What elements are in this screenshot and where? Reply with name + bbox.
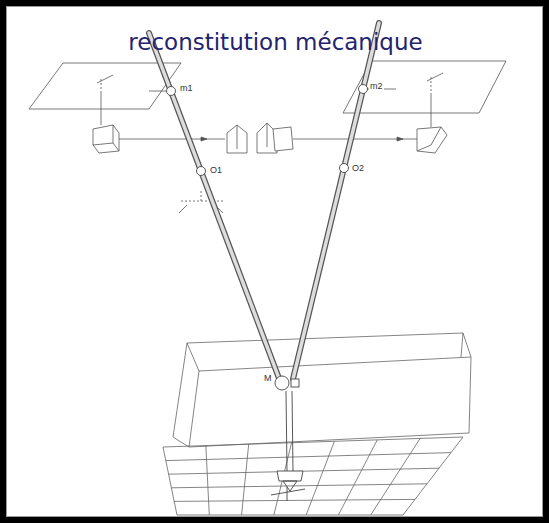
grid-line [371, 438, 420, 515]
grid-line [242, 444, 249, 515]
grid-line [206, 446, 209, 515]
grid-line [306, 441, 334, 515]
grid-line [169, 468, 439, 474]
point-label: m1 [179, 83, 194, 93]
grid-line [174, 499, 415, 501]
grid-line [338, 440, 377, 515]
point-label: O1 [209, 165, 223, 175]
grid-line [171, 484, 427, 488]
stereoplotter-illustration [7, 7, 544, 518]
title: reconstitution mécanique [7, 29, 544, 55]
point-label: m2 [369, 81, 384, 91]
point-label: O2 [351, 163, 365, 173]
grid-line [166, 453, 451, 461]
panel: reconstitution mécanique m1O1 m2O2M [6, 6, 543, 517]
point-label: M [263, 373, 273, 383]
